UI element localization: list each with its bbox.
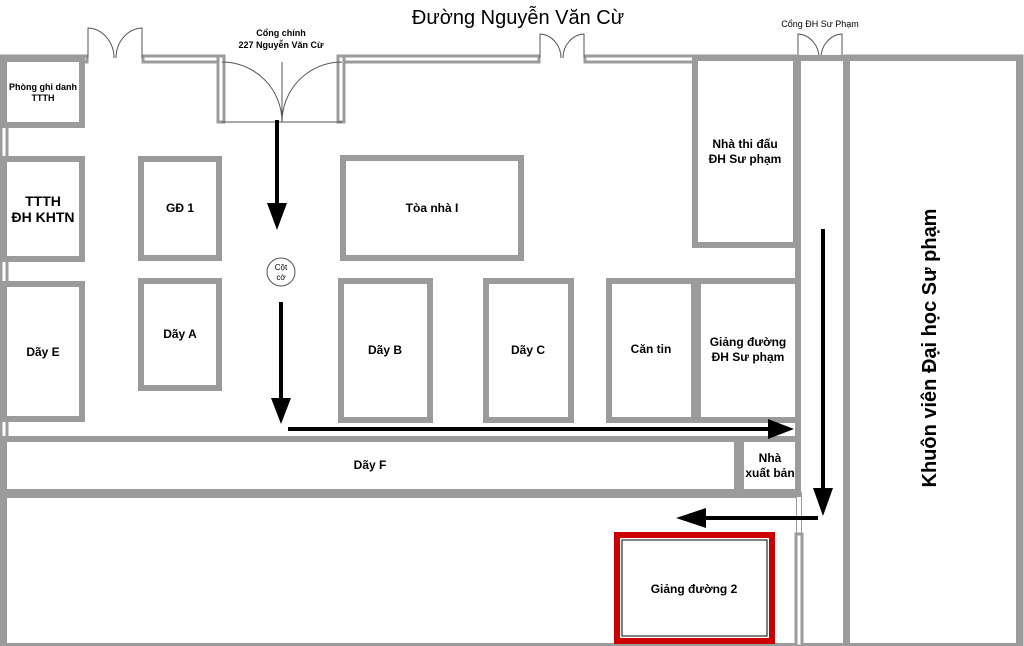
toa-nha-i-label: Tòa nhà I [406,201,459,215]
day-e-label: Dãy E [26,345,59,359]
day-f-label: Dãy F [354,458,387,472]
route-arrowhead-5 [676,508,706,528]
publisher-label-1: Nhà [759,451,782,465]
flagpole-marker [266,257,296,287]
route-arrowhead-2 [271,398,291,424]
campus-pedagogy-label: Khuôn viên Đại học Sư phạm [919,209,941,488]
giang-duong-2-inner [621,539,768,637]
day-c-label: Dãy C [511,343,545,357]
flagpole-label-2: cờ [276,273,286,282]
main-gate-label-1: Cổng chính [256,28,306,38]
gymnasium-label-2: ĐH Sư phạm [709,152,782,166]
day-b-label: Dãy B [368,343,402,357]
route-arrowhead-4 [813,488,833,516]
ttth-label-2: ĐH KHTN [12,209,75,225]
main-gate-label-2: 227 Nguyễn Văn Cừ [238,40,324,50]
pedagogy-hall-label-1: Giảng đường [710,335,787,349]
main-gate [221,61,343,123]
pedagogy-gate [797,33,843,59]
canteen-label: Căn tin [631,342,672,356]
route-arrows [267,120,833,528]
gd1-label: GĐ 1 [166,201,194,215]
route-arrowhead-3 [768,419,794,439]
registration-label-1: Phòng ghi danh [9,82,77,92]
route-arrowhead-1 [267,203,287,230]
pedagogy-gate-label: Cổng ĐH Sư Phạm [781,19,859,29]
side-gate-left [87,27,143,59]
ttth-label-1: TTTH [25,193,61,209]
giang-duong-2-label: Giảng đường 2 [651,582,738,596]
day-a-label: Dãy A [163,327,197,341]
registration-label-2: TTTH [32,93,55,103]
giang-duong-2-building[interactable] [614,532,775,644]
side-gate-middle [539,33,585,59]
inner-wall-stub [794,532,804,646]
street-name: Đường Nguyễn Văn Cừ [412,6,624,29]
buildings [1,55,1022,646]
gymnasium-label-1: Nhà thi đấu [712,137,777,151]
pedagogy-hall-label-2: ĐH Sư phạm [712,350,785,364]
flagpole-label-1: Cột [275,263,288,272]
wall-gap [797,497,801,533]
publisher-label-2: xuất bản [745,466,794,480]
